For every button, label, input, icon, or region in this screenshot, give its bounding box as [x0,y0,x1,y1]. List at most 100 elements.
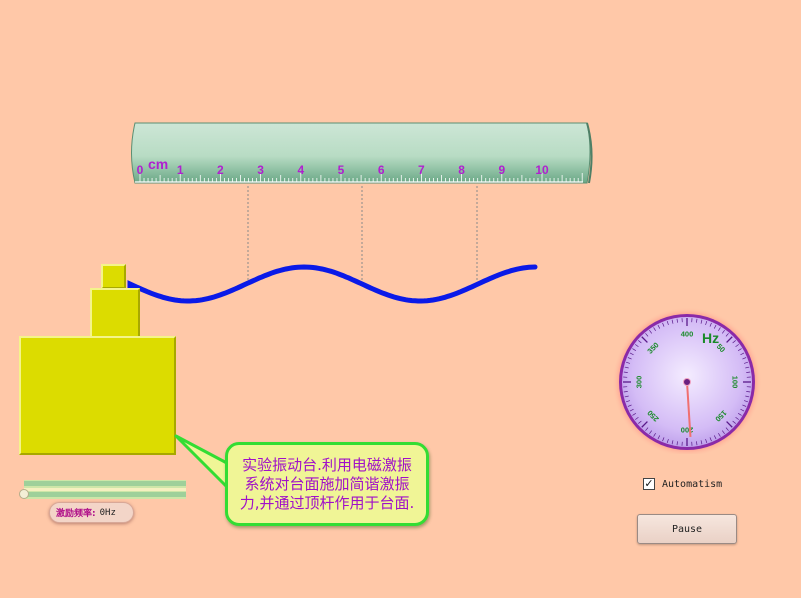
dial-tick [743,361,748,364]
dial-tick [721,330,725,334]
dial-tick [721,430,725,434]
dial-tick [735,416,739,420]
push-rod [90,288,140,338]
callout-line-2: 系统对台面施加简谐激振 [244,474,410,493]
dial-tick [626,361,631,364]
dial-label: 400 [681,330,694,339]
dial-tick [732,340,736,344]
dial-tick [657,324,661,329]
dial-tick [705,321,708,326]
ruler-unit-label: cm [148,156,168,172]
dial-tick [735,344,739,348]
dial-tick [737,348,742,351]
dial-label: 200 [681,426,694,435]
dial-tick [676,318,678,323]
dial-tick [700,440,703,445]
automatism-checkbox[interactable]: ✓ [643,477,655,490]
dial-needle [686,381,692,437]
ruler-tick-label: 2 [217,163,224,177]
automatism-option[interactable]: ✓ Automatism [643,476,722,492]
ruler-tick-label: 7 [418,163,425,177]
callout-line-1: 实验振动台.利用电磁激振 [242,455,412,474]
dial-tick [638,420,642,424]
dial-tick [746,391,751,393]
dial-tick [671,440,674,445]
dial-tick [632,413,637,416]
description-callout: 实验振动台.利用电磁激振 系统对台面施加简谐激振 力,并通过顶杆作用于台面. [225,442,429,526]
dial-tick [649,330,653,334]
dial-tick [638,340,642,344]
callout-line-3: 力,并通过顶杆作用于台面. [239,493,415,512]
dial-tick [635,416,639,420]
automatism-label[interactable]: Automatism [662,478,723,490]
dial-tick [746,371,751,373]
dial-tick [641,336,648,343]
ruler-tick-label: 9 [498,163,505,177]
dial-ticks [623,318,751,446]
pause-button[interactable]: Pause [637,514,737,544]
dial-tick [666,438,669,443]
frequency-slider-handle[interactable] [19,489,29,499]
ruler-tick-label: 10 [535,163,549,177]
dial-tick [740,408,745,412]
frequency-slider-track[interactable] [24,480,186,499]
dial-tick [726,421,733,428]
dial-tick [696,318,698,323]
dial-tick [696,441,698,446]
dial-tick [671,319,674,324]
dial-tick [649,430,653,434]
ruler-tick-label: 6 [378,163,385,177]
ruler-tick-label: 5 [338,163,345,177]
vibrating-string-wave [127,264,538,304]
dial-tick [627,404,632,407]
dial-tick [653,327,656,332]
dial-tick [745,366,750,369]
dial-tick [626,400,631,403]
dial-tick [732,420,736,424]
dial-tick [713,324,717,329]
ruler-tick-label: 3 [257,163,264,177]
dial-tick [629,352,634,356]
dial-tick [657,435,661,440]
dial-tick [742,357,747,360]
dial-tick [740,352,745,356]
dial-unit: Hz [702,330,719,346]
vibration-table [19,336,176,455]
dial-tick [725,333,729,337]
dial-tick [623,391,628,393]
frequency-readout: 激励频率: 0Hz [49,502,134,523]
dial-tick [624,366,629,369]
dial-tick [627,357,632,360]
dial-tick [726,336,733,343]
dial-tick [709,322,712,327]
ruler-ticks [139,173,583,182]
dial-tick [745,395,750,398]
dial-hub [683,378,691,386]
dial-tick [623,371,628,373]
dial-tick [743,400,748,403]
ruler-tick-label: 0 [137,163,144,177]
dial-tick [645,427,649,431]
dial-tick [737,413,742,416]
ruler-tick-label: 1 [177,163,184,177]
dial-tick [662,322,665,327]
dial-tick [725,427,729,431]
frequency-value: 0Hz [99,507,116,518]
dial-tick [645,333,649,337]
dial-tick [632,348,637,351]
ruler-tick-label: 4 [297,163,304,177]
dial-tick [718,432,721,437]
dial-tick [700,319,703,324]
frequency-label: 激励频率: [56,509,96,519]
dial-tick [742,404,747,407]
dial-tick [666,321,669,326]
dial-label: 100 [731,376,740,389]
dial-tick [676,441,678,446]
dial-tick [624,395,629,398]
dial-label: 300 [635,376,644,389]
dial-tick [718,327,721,332]
